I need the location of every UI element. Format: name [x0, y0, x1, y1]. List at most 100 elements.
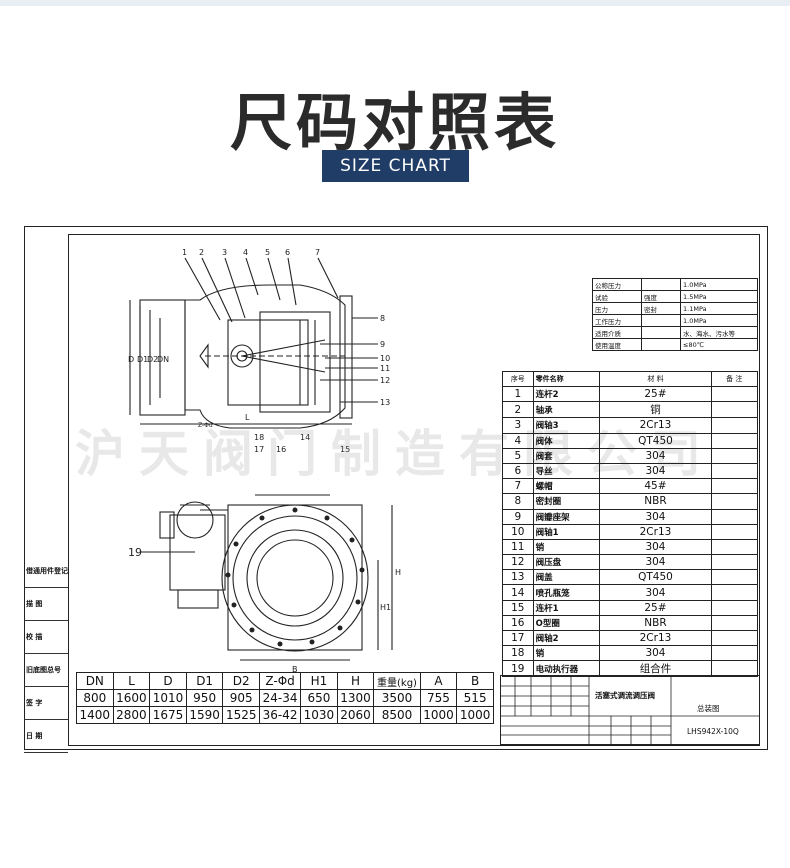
front-bore: [246, 529, 344, 627]
piston-housing: [227, 319, 309, 406]
table-cell: 950: [185, 689, 224, 707]
table-cell: 1300: [336, 689, 375, 707]
column-header: 零件名称: [532, 370, 601, 388]
table-cell: 755: [419, 689, 458, 707]
part-material: NBR: [599, 614, 712, 632]
spec-value: 1.5MPa: [680, 290, 758, 303]
part-name: 密封圈: [532, 493, 601, 510]
side-registration-column: 借通用件登记 描 图 校 描 旧底图总号 签 字 日 期: [24, 555, 68, 753]
table-cell: 905: [222, 689, 261, 707]
part-no: 1: [502, 386, 534, 403]
part-name: 阀压盘: [532, 554, 601, 571]
part-name: 销: [532, 538, 601, 556]
column-header: H: [336, 672, 375, 690]
part-name: 轴承: [532, 401, 601, 419]
dimension-label: L: [245, 413, 250, 422]
spec-label: 压力: [592, 302, 642, 315]
part-name: 导丝: [532, 462, 601, 480]
part-remark: [710, 554, 759, 571]
part-material: QT450: [599, 569, 712, 586]
column-header: 备 注: [710, 370, 759, 388]
callout: 16: [276, 445, 286, 454]
part-material: 304: [599, 462, 712, 480]
part-remark: [710, 386, 759, 403]
column-header: L: [112, 672, 151, 690]
spec-label: 公称压力: [592, 278, 642, 291]
side-label: 描 图: [24, 588, 68, 621]
part-no: 10: [502, 523, 534, 540]
column-header: A: [419, 672, 458, 690]
callout: 5: [265, 248, 270, 257]
column-header: 材 料: [599, 370, 712, 388]
table-header-row: DN L D D1 D2 Z-Φd H1 H 重量(kg) A B: [76, 672, 494, 690]
dimension-label: B: [292, 665, 298, 674]
drawing-type: 总装图: [697, 704, 720, 713]
part-material: 304: [599, 645, 712, 662]
part-material: 2Cr13: [599, 523, 712, 540]
callout: 3: [222, 248, 227, 257]
table-cell: 1000: [419, 706, 458, 724]
callout: 12: [380, 376, 390, 385]
top-strip: [0, 0, 790, 6]
column-header: H1: [300, 672, 338, 690]
part-remark: [710, 660, 759, 678]
table-row: 试验 强度 1.5MPa: [592, 290, 758, 303]
table-cell: 24-34: [259, 689, 302, 707]
title-block-grid: [501, 676, 759, 744]
table-cell: 1010: [149, 689, 187, 707]
table-header-row: 序号 零件名称 材 料 备 注: [502, 370, 759, 388]
column-header: D: [149, 672, 187, 690]
table-cell: 8500: [373, 706, 421, 724]
part-remark: [710, 417, 759, 434]
title-block: 活塞式调流调压阀 总装图 LHS942X-10Q: [500, 675, 760, 745]
spec-sub: [641, 326, 681, 339]
part-no: 12: [502, 554, 534, 571]
dimension-label: Z-Φd: [198, 422, 213, 429]
part-name: 螺帽: [532, 478, 601, 495]
part-no: 3: [502, 417, 534, 434]
spec-sub: [641, 278, 681, 291]
part-name: 喷孔瓶笼: [532, 584, 601, 601]
side-label: 日 期: [24, 720, 68, 753]
model-number: LHS942X-10Q: [687, 727, 739, 736]
part-name: 连杆2: [532, 386, 601, 403]
table-cell: 800: [76, 689, 114, 707]
column-header: DN: [76, 672, 114, 690]
part-remark: [710, 493, 759, 510]
part-remark: [710, 584, 759, 601]
column-header: D2: [222, 672, 261, 690]
part-material: 25#: [599, 386, 712, 403]
spec-sub: [641, 338, 681, 351]
dimension-label: DN: [157, 355, 169, 364]
outlet-flange: [339, 295, 353, 419]
connecting-rod: [241, 339, 326, 357]
part-material: 304: [599, 447, 712, 464]
part-no: 16: [502, 614, 534, 632]
part-no: 17: [502, 629, 534, 647]
spec-label: 工作压力: [592, 314, 642, 327]
side-label: 签 字: [24, 687, 68, 720]
table-cell: 3500: [373, 689, 421, 707]
part-remark: [710, 599, 759, 616]
part-name: 阀轴1: [532, 523, 601, 540]
callout: 19: [128, 546, 142, 559]
spec-value: 1.0MPa: [680, 278, 758, 291]
callout: 1: [182, 248, 187, 257]
callout: 11: [380, 364, 390, 373]
size-chart-badge: SIZE CHART: [322, 150, 469, 182]
table-row: 压力 密封 1.1MPa: [592, 302, 758, 315]
piston-sleeve: [259, 311, 331, 413]
callout: 4: [243, 248, 248, 257]
table-row: 1400 2800 1675 1590 1525 36-42 1030 2060…: [76, 706, 494, 724]
part-name: 连杆1: [532, 599, 601, 616]
callout: 8: [380, 314, 385, 323]
table-cell: 515: [456, 689, 494, 707]
